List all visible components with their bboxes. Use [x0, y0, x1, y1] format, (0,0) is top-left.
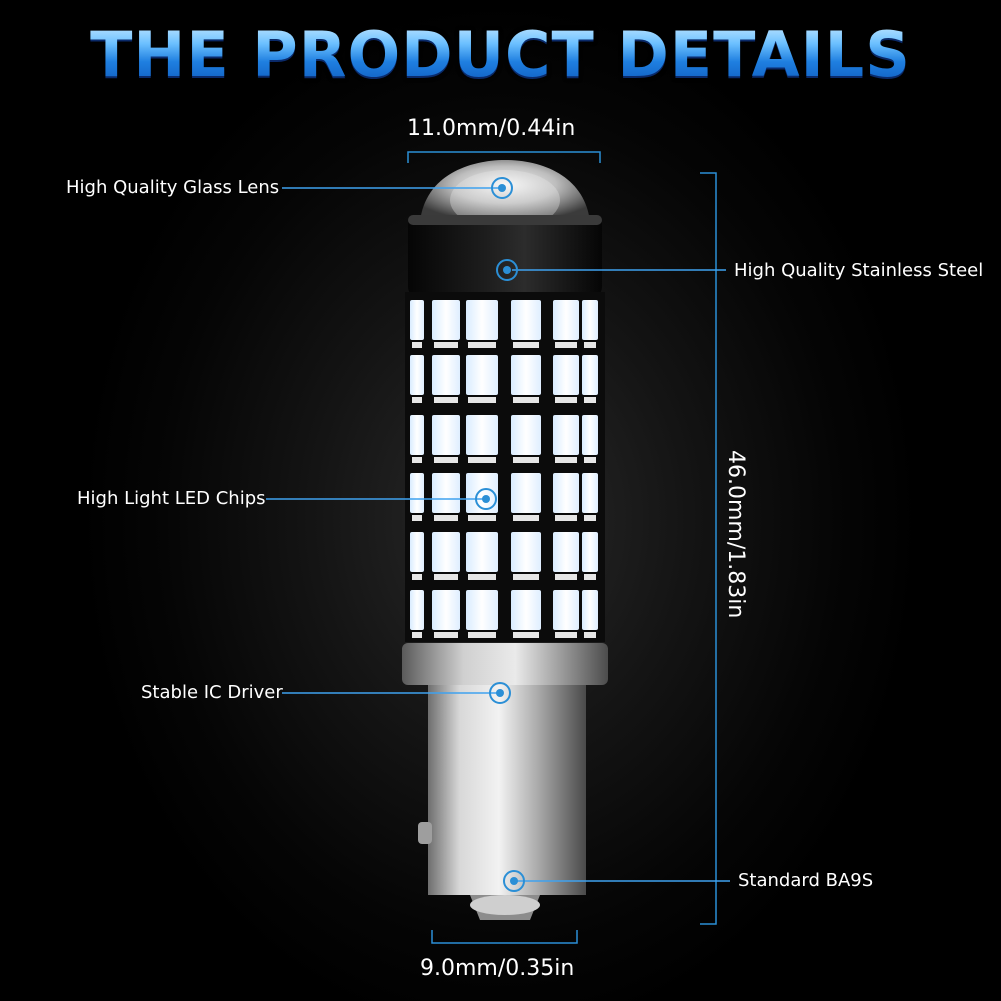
- bottom-width-dimension: 9.0mm/0.35in: [420, 956, 575, 981]
- led-chip-pad: [468, 457, 496, 463]
- led-chip-pad: [513, 342, 539, 348]
- marker-ic-driver: [489, 682, 511, 704]
- led-chip-pad: [412, 632, 422, 638]
- led-chip: [432, 590, 460, 630]
- led-chip-pad: [468, 574, 496, 580]
- led-chip-pad: [434, 574, 458, 580]
- led-chip: [553, 590, 579, 630]
- led-chip-pad: [412, 397, 422, 403]
- led-chip: [511, 300, 541, 340]
- led-chip-pad: [555, 397, 577, 403]
- led-chip-pad: [434, 457, 458, 463]
- led-chip: [582, 473, 598, 513]
- label-led-chips: High Light LED Chips: [77, 488, 266, 509]
- led-chip: [410, 590, 424, 630]
- led-chip-pad: [412, 457, 422, 463]
- marker-stainless-steel: [496, 259, 518, 281]
- label-base: Standard BA9S: [738, 870, 874, 891]
- led-chip-pad: [584, 515, 596, 521]
- led-chip-pad: [513, 457, 539, 463]
- led-chip-pad: [513, 574, 539, 580]
- led-chip-pad: [555, 342, 577, 348]
- led-chip-pad: [412, 515, 422, 521]
- led-chip: [553, 532, 579, 572]
- led-chip-pad: [468, 397, 496, 403]
- led-chip: [410, 532, 424, 572]
- led-chip-pad: [584, 342, 596, 348]
- led-chip: [432, 532, 460, 572]
- led-chip: [582, 532, 598, 572]
- ic-driver-ring: [402, 643, 608, 685]
- led-chip: [466, 415, 498, 455]
- led-chip: [553, 415, 579, 455]
- led-chip: [582, 415, 598, 455]
- stainless-steel-cap: [408, 215, 602, 297]
- led-chip: [432, 473, 460, 513]
- led-chip: [466, 473, 498, 513]
- height-dimension: 46.0mm/1.83in: [723, 450, 748, 619]
- led-chip-pad: [468, 632, 496, 638]
- led-chip-pad: [412, 342, 422, 348]
- dimension-lines: [407, 151, 717, 944]
- led-chip: [511, 590, 541, 630]
- led-chip-pad: [584, 397, 596, 403]
- top-width-dimension: 11.0mm/0.44in: [407, 116, 576, 141]
- led-chip: [410, 473, 424, 513]
- led-chip: [511, 355, 541, 395]
- led-chip: [432, 355, 460, 395]
- marker-base: [503, 870, 525, 892]
- led-chip-pad: [584, 574, 596, 580]
- led-chip: [410, 415, 424, 455]
- ba9s-base: [418, 685, 586, 920]
- label-glass-lens: High Quality Glass Lens: [66, 177, 280, 198]
- led-chip-pad: [412, 574, 422, 580]
- led-chip-pad: [513, 397, 539, 403]
- led-chip-pad: [555, 457, 577, 463]
- marker-glass-lens: [491, 177, 513, 199]
- led-chip-pad: [434, 515, 458, 521]
- led-chip: [553, 473, 579, 513]
- led-chip-pad: [555, 632, 577, 638]
- led-chip: [511, 473, 541, 513]
- led-chip: [432, 415, 460, 455]
- led-chips: [410, 300, 598, 638]
- led-chip: [410, 300, 424, 340]
- led-chip: [466, 532, 498, 572]
- led-chip-pad: [584, 632, 596, 638]
- led-chip-pad: [513, 632, 539, 638]
- led-chip: [553, 355, 579, 395]
- led-chip: [511, 532, 541, 572]
- led-chip: [410, 355, 424, 395]
- led-chip-pad: [434, 397, 458, 403]
- led-chip: [466, 300, 498, 340]
- led-chip-pad: [434, 632, 458, 638]
- callout-lines: [266, 187, 730, 882]
- led-chip-pad: [468, 515, 496, 521]
- led-chip-pad: [555, 574, 577, 580]
- led-chip: [582, 590, 598, 630]
- led-chip: [582, 355, 598, 395]
- led-chip: [582, 300, 598, 340]
- marker-led-chips: [475, 488, 497, 510]
- label-ic-driver: Stable IC Driver: [141, 682, 283, 703]
- led-chip: [432, 300, 460, 340]
- callout-markers: [475, 177, 525, 892]
- led-chip: [466, 590, 498, 630]
- led-chip: [466, 355, 498, 395]
- led-chip-pad: [434, 342, 458, 348]
- led-chip-pad: [468, 342, 496, 348]
- led-chip-pad: [584, 457, 596, 463]
- page-title: THE PRODUCT DETAILS: [0, 18, 1001, 91]
- label-stainless-steel: High Quality Stainless Steel: [734, 260, 984, 281]
- led-chip: [511, 415, 541, 455]
- led-chip-pad: [555, 515, 577, 521]
- led-body: [405, 292, 605, 642]
- led-chip-pad: [513, 515, 539, 521]
- led-chip: [553, 300, 579, 340]
